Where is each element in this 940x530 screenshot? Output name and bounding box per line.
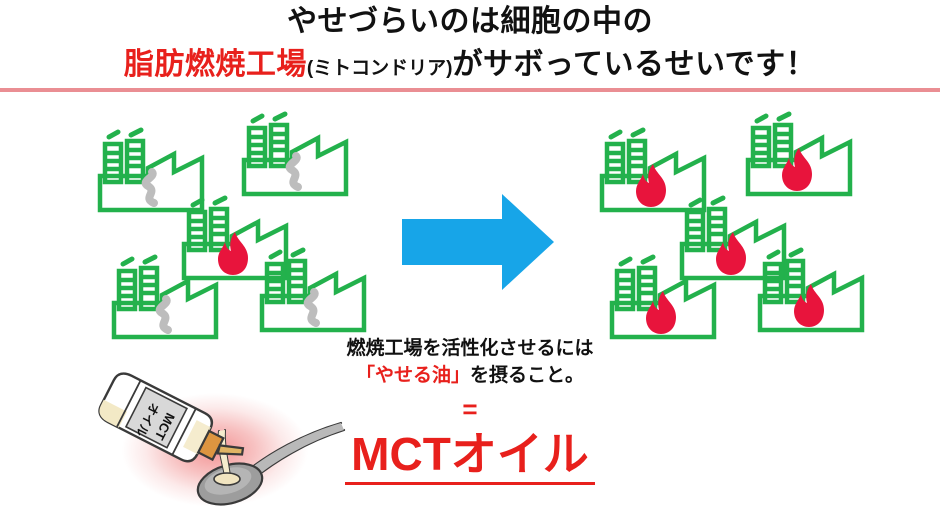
header-tail-text: がサボっているせいです！ (452, 48, 817, 81)
right-factory-5 (756, 247, 868, 334)
smoke-puff-icon (754, 111, 792, 124)
callout-quote-open: 「 (355, 365, 375, 386)
callout-text-block: 燃焼工場を活性化させるには 「やせる油」を摂ること。 = MCTオイル (250, 336, 690, 485)
flame-icon (782, 148, 812, 191)
flame-icon (218, 232, 248, 275)
bottle-icon: MCT オイル (98, 372, 245, 463)
callout-tail: を摂ること。 (470, 365, 585, 386)
factory-outline-icon (259, 258, 367, 333)
smoke-plume-icon (141, 168, 158, 207)
callout-line-2: 「やせる油」を摂ること。 (250, 362, 690, 390)
flame-icon (716, 232, 746, 275)
product-name: MCTオイル (345, 426, 595, 485)
smoke-puff-icon (250, 111, 288, 124)
flame-icon (646, 291, 676, 334)
callout-highlight: やせる油 (374, 365, 451, 386)
callout-quote-close: 」 (451, 365, 471, 386)
equals-sign: = (462, 394, 478, 424)
header-highlight-text: 脂肪燃焼工場 (123, 48, 307, 81)
smoke-plume-icon (155, 295, 172, 334)
callout-line-1: 燃焼工場を活性化させるには (346, 338, 594, 359)
factory-outline-icon (111, 265, 219, 340)
factory-outline-icon (241, 122, 349, 197)
smoke-puff-icon (120, 254, 158, 267)
factory-outline-icon (97, 138, 205, 213)
transition-arrow (398, 192, 558, 297)
right-arrow-icon (402, 194, 554, 290)
header-line-1: やせづらいのは細胞の中の (287, 5, 653, 38)
smoke-puff-icon (106, 127, 144, 140)
right-factory-2 (744, 111, 856, 198)
left-factory-3 (180, 195, 292, 282)
factory-outline-icon (609, 265, 717, 340)
header-divider (0, 88, 940, 92)
header-annotation-text: (ミトコンドリア) (306, 58, 453, 79)
smoke-puff-icon (190, 195, 228, 208)
smoke-puff-icon (608, 127, 646, 140)
left-factory-1 (96, 127, 208, 214)
right-factory-1 (598, 127, 710, 214)
header-line-2: 脂肪燃焼工場(ミトコンドリア)がサボっているせいです！ (0, 44, 940, 90)
flame-icon (794, 284, 824, 327)
left-factory-2 (240, 111, 352, 198)
flame-icon (636, 164, 666, 207)
smoke-plume-icon (303, 288, 320, 327)
smoke-puff-icon (766, 247, 804, 260)
factory-outline-icon (181, 206, 289, 281)
smoke-plume-icon (285, 152, 302, 191)
left-factory-4 (110, 254, 222, 341)
left-factory-5 (258, 247, 370, 334)
right-factory-3 (678, 195, 790, 282)
header: やせづらいのは細胞の中の 脂肪燃焼工場(ミトコンドリア)がサボっているせいです！ (0, 0, 940, 92)
mct-oil-bottle-and-spoon: MCT オイル (78, 368, 348, 530)
smoke-puff-icon (688, 195, 726, 208)
smoke-puff-icon (618, 254, 656, 267)
smoke-puff-icon (268, 247, 306, 260)
right-factory-4 (608, 254, 720, 341)
